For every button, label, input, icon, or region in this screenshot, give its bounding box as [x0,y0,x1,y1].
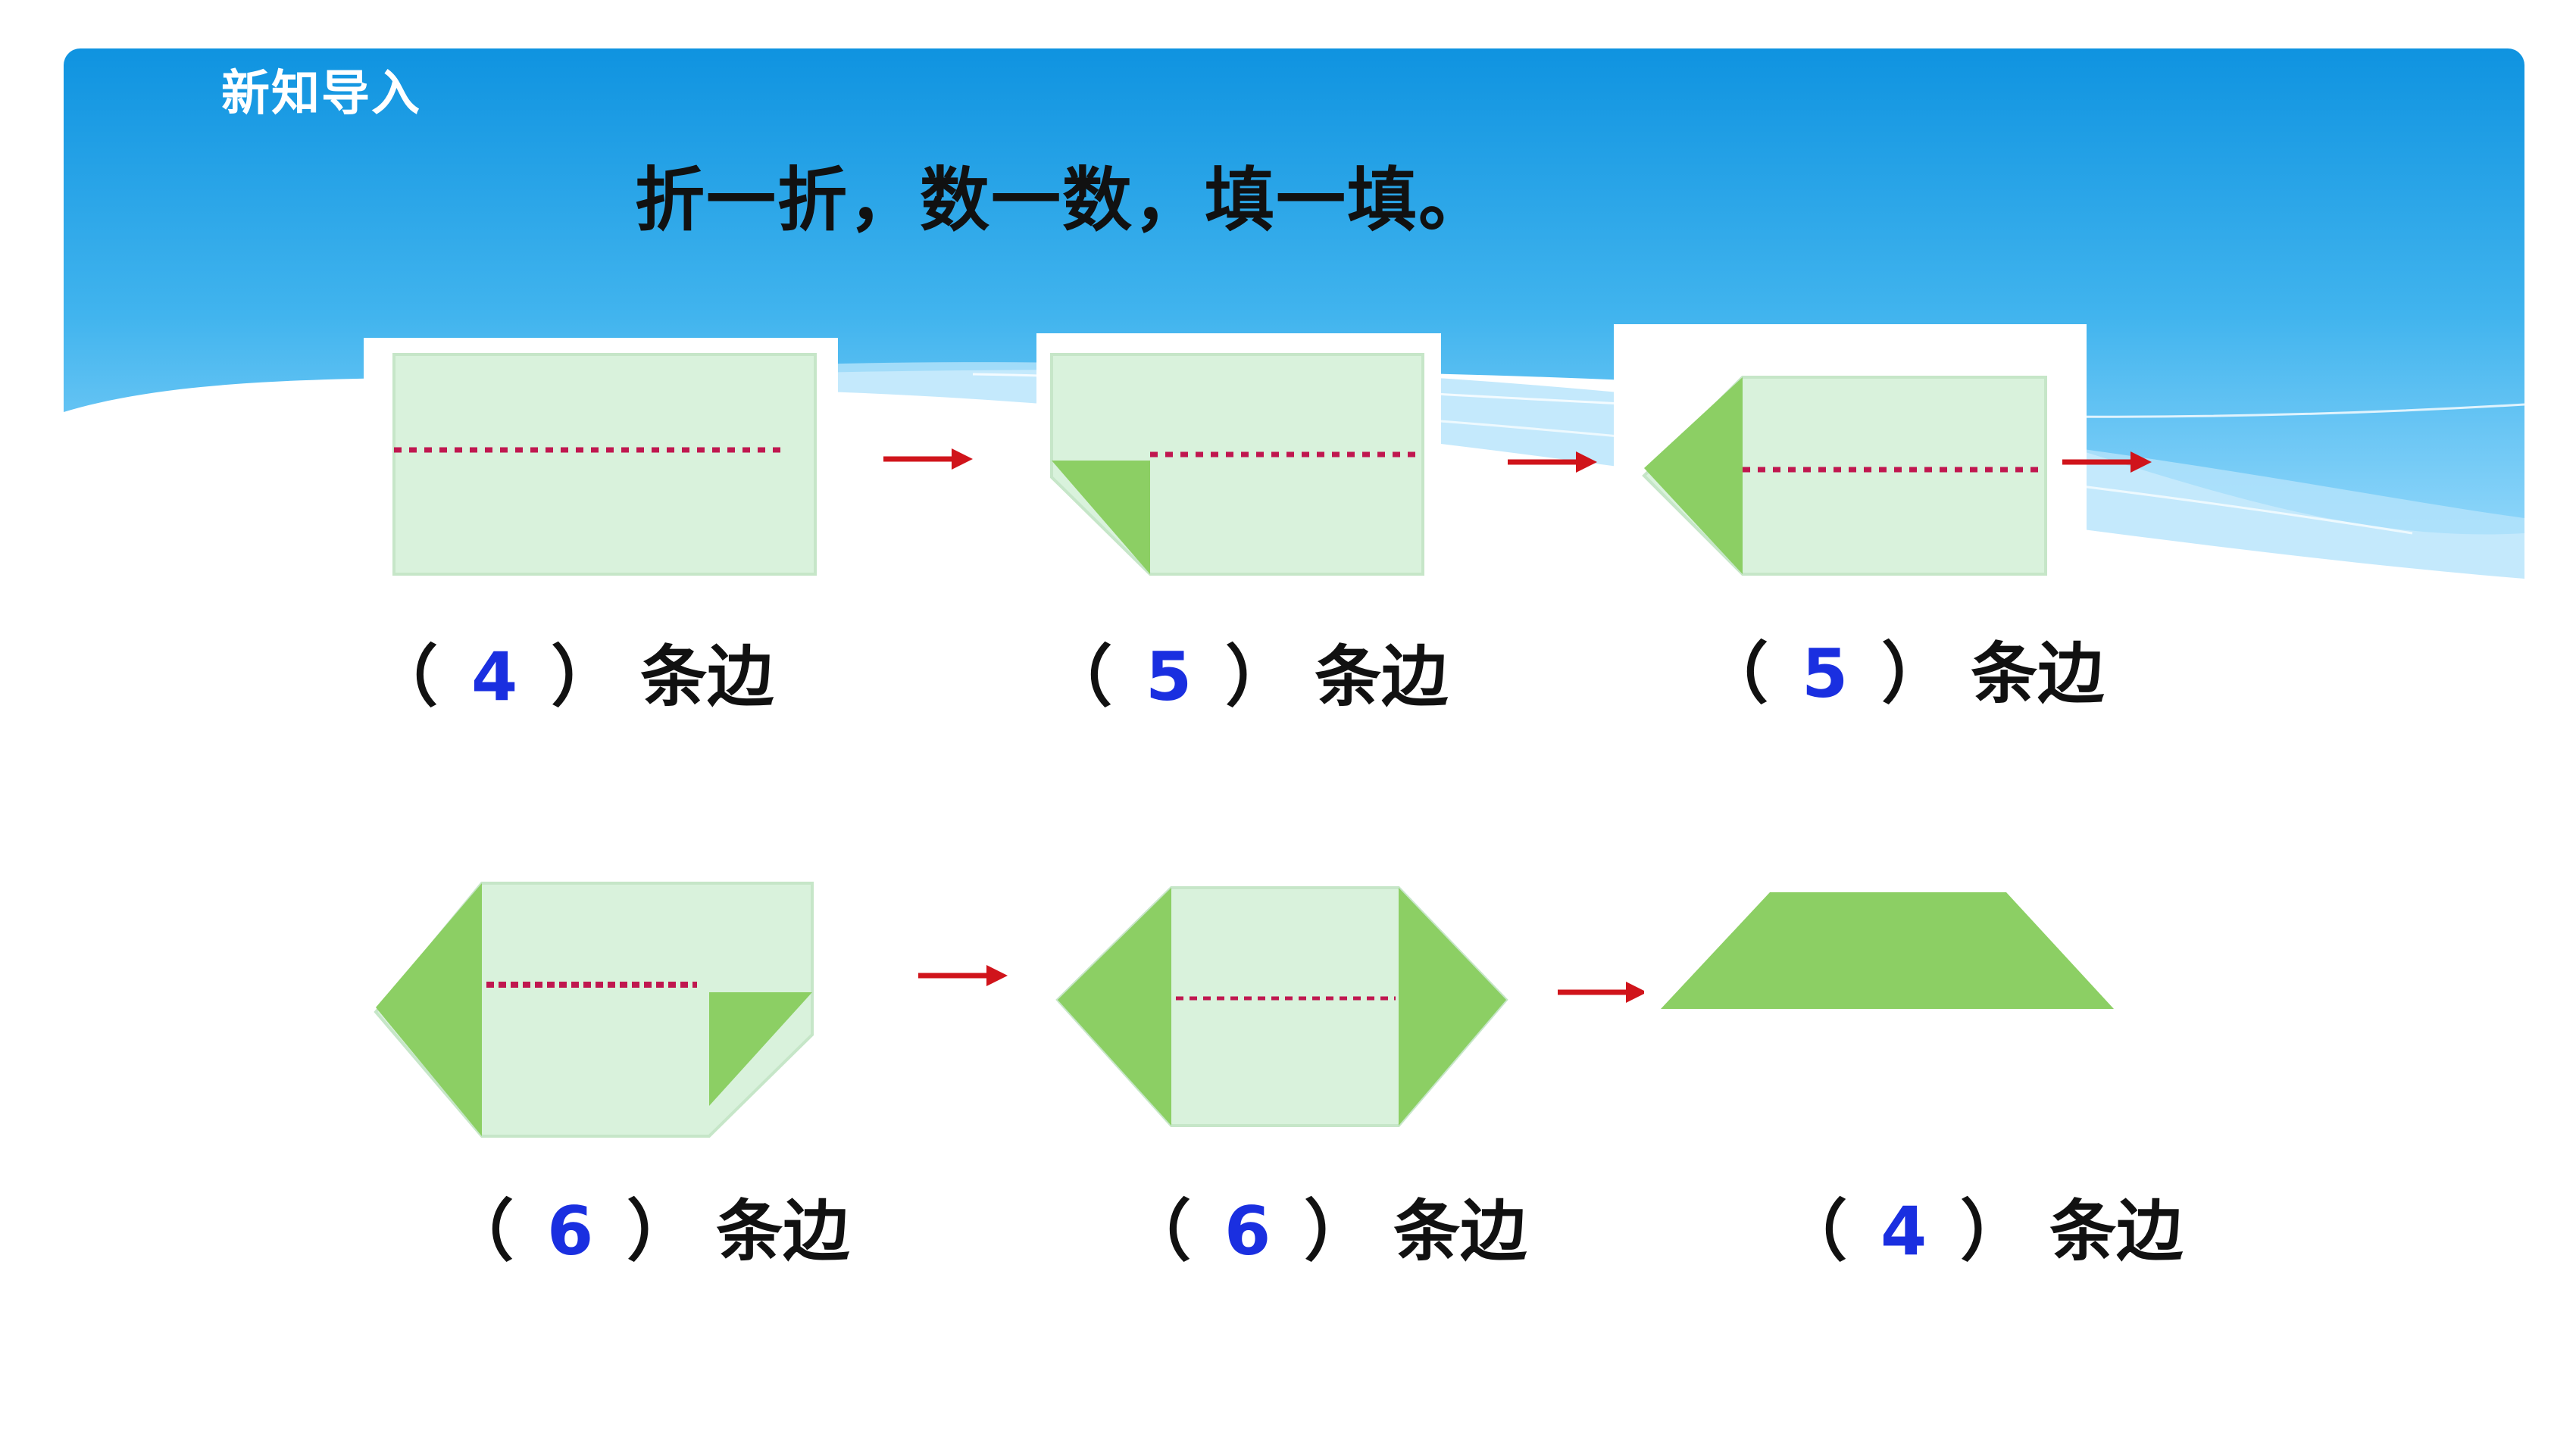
edge-count-answer: 6 [1224,1192,1271,1270]
hexagon-paper-figure [1055,886,1508,1127]
rectangle-paper-figure [392,353,817,576]
paper-step-6 [1644,879,2129,1030]
paper-step-2 [1036,333,1441,591]
edge-count-caption: （5）条边 [1046,638,1449,716]
paper-step-5 [1043,871,1521,1141]
right-arrow-icon [918,960,1009,991]
one-corner-folded-figure [1050,353,1424,576]
edge-count-caption: （4）条边 [1780,1192,2184,1270]
right-arrow-icon [1558,977,1649,1007]
edge-count-answer: 5 [1802,635,1849,713]
edge-count-answer: 4 [1880,1192,1927,1270]
paper-step-3 [1614,324,2087,589]
right-arrow-icon [2062,447,2153,477]
edge-count-caption: （4）条边 [371,638,774,716]
instruction-title: 折一折，数一数，填一填。 [635,160,1490,241]
edge-count-caption: （5）条边 [1702,635,2105,713]
trapezoid-paper-figure [1661,892,2114,1009]
paper-step-1 [364,338,838,588]
left-corners-folded-figure [1642,376,2047,576]
section-label: 新知导入 [221,66,421,122]
edge-count-caption: （6）条边 [447,1192,850,1270]
three-corners-folded-figure [374,882,814,1138]
edge-count-answer: 5 [1146,638,1193,716]
right-arrow-icon [1508,447,1599,477]
edge-count-answer: 4 [471,638,518,716]
right-arrow-icon [883,444,974,474]
paper-step-4 [361,863,835,1148]
edge-count-caption: （6）条边 [1124,1192,1527,1270]
edge-count-answer: 6 [547,1192,594,1270]
